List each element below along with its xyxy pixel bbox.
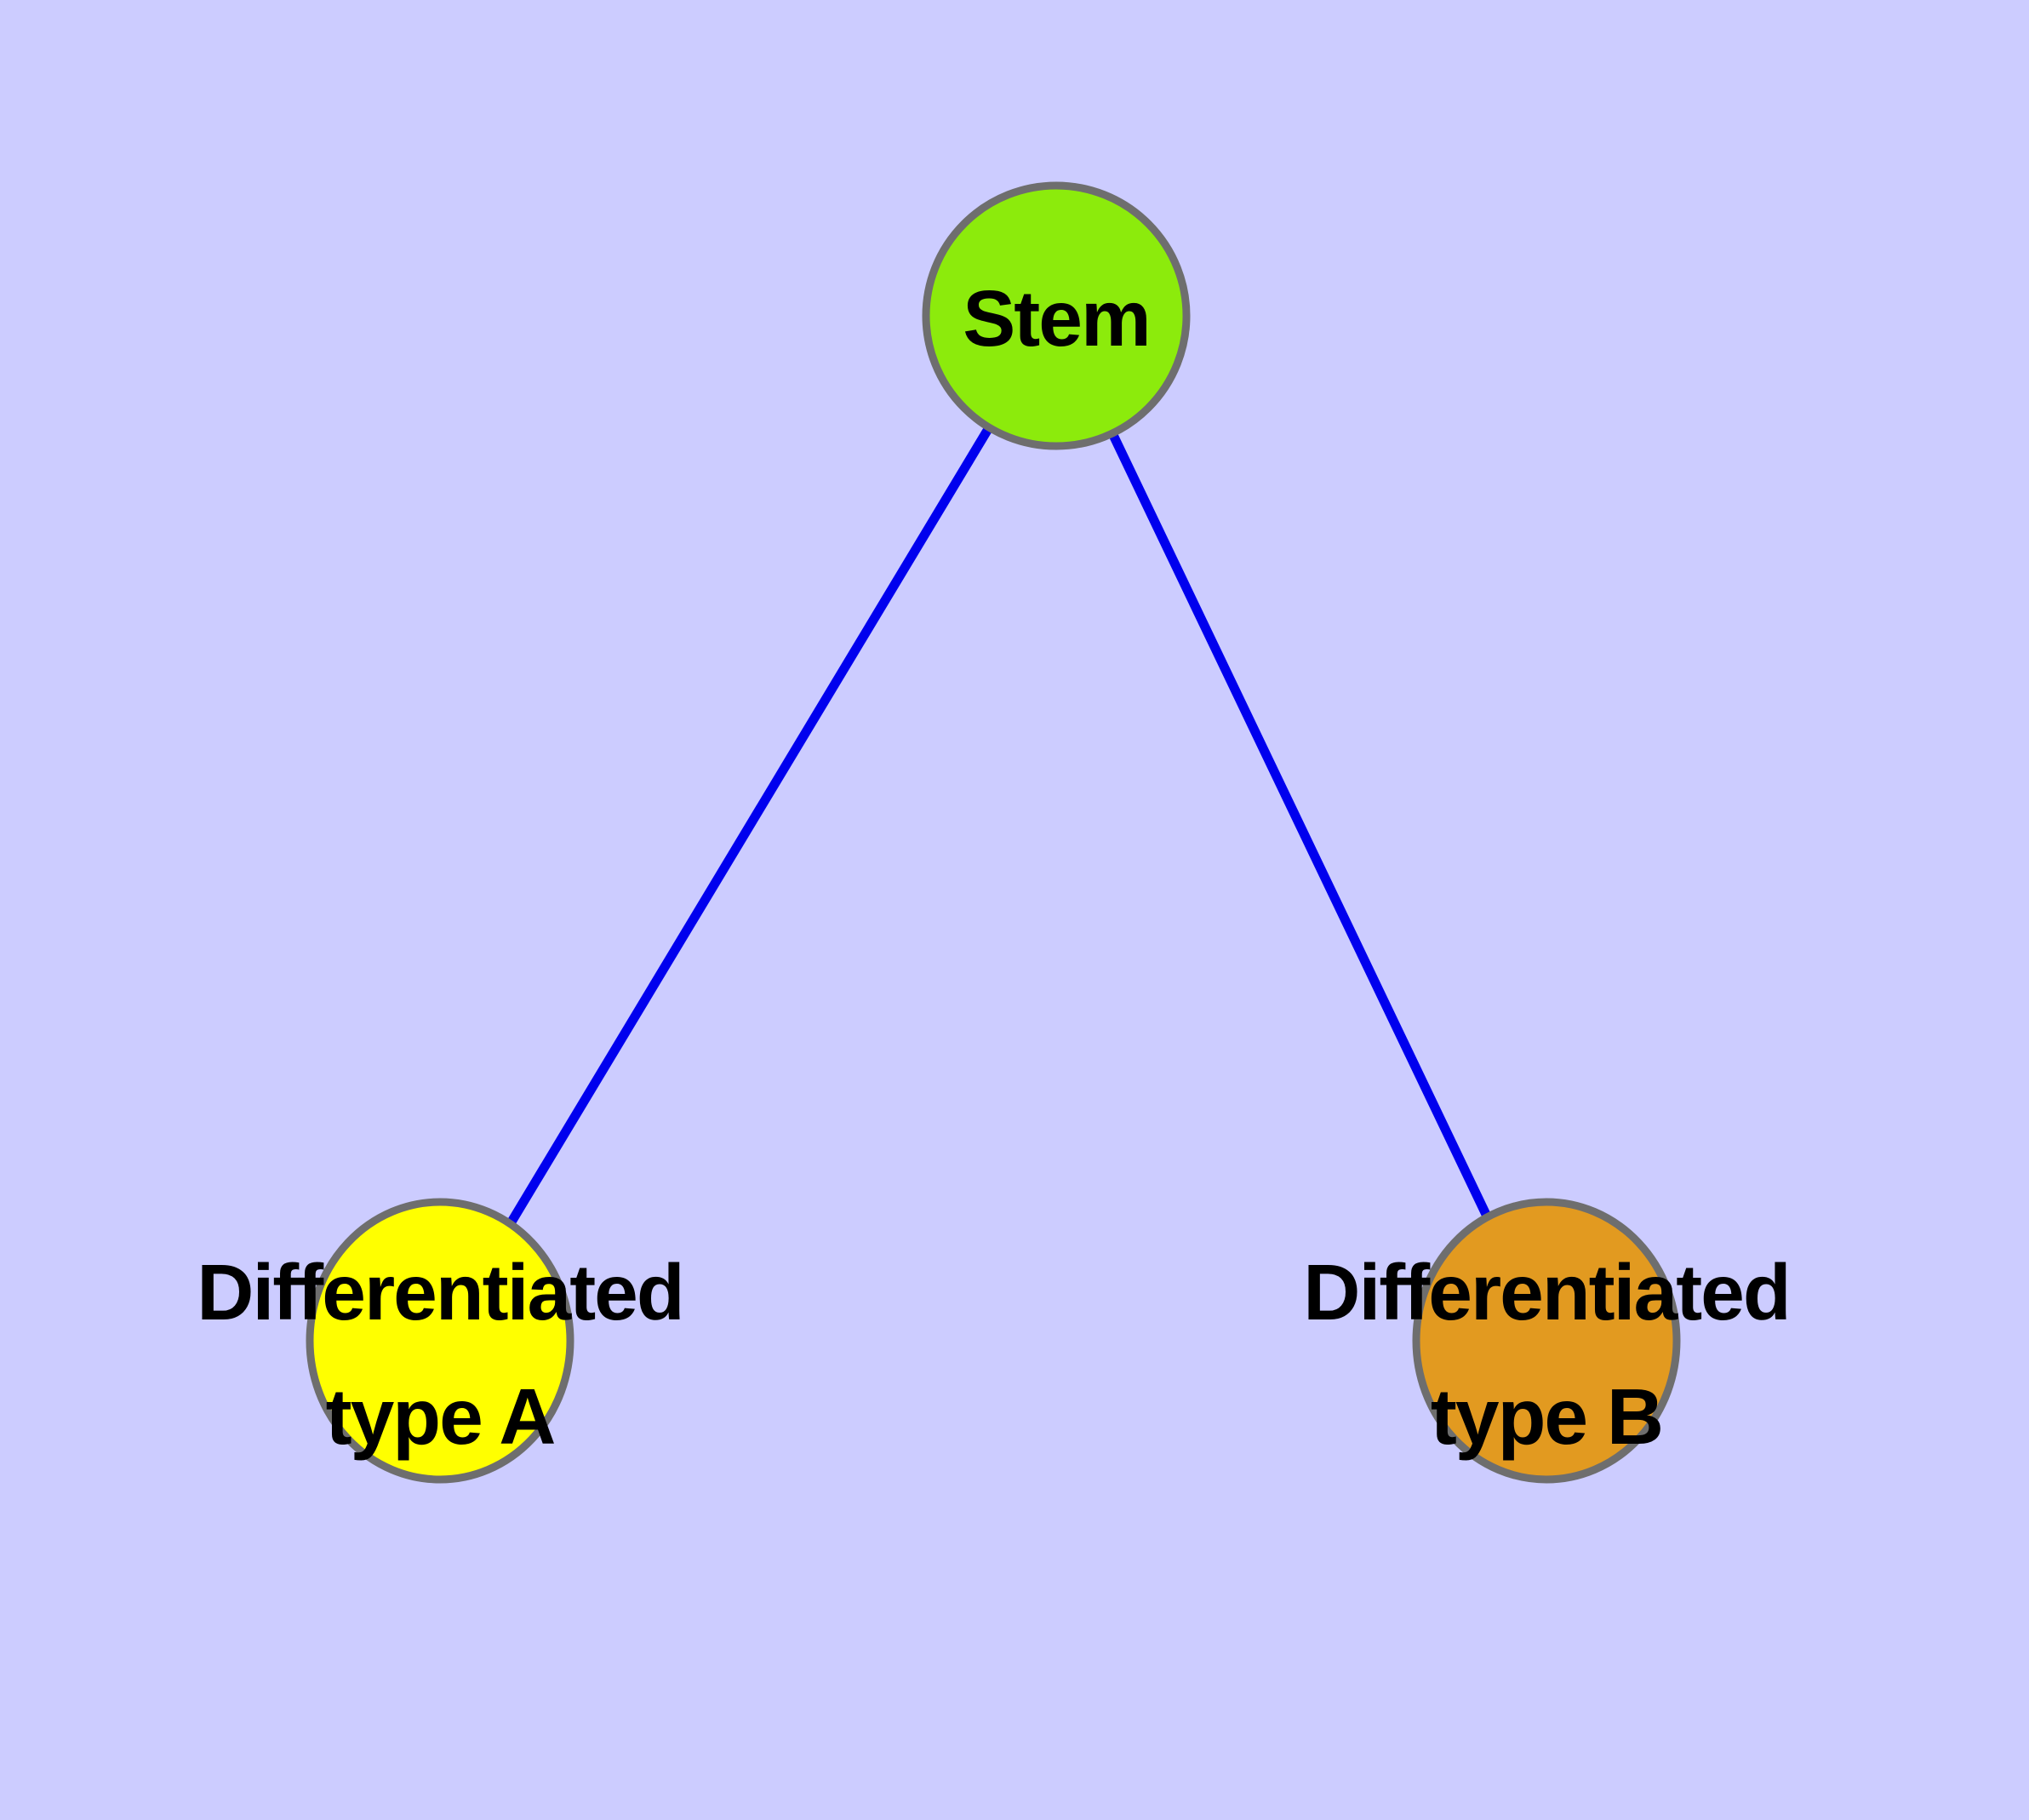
node-stem: Stem — [922, 181, 1191, 450]
node-differentiated-type-a-label-line1: Differentiated — [197, 1248, 683, 1336]
node-differentiated-type-b: Differentiated type B — [1303, 1198, 1792, 1484]
edge-stem-to-type-a — [436, 313, 1060, 1343]
node-differentiated-type-b-label-line1: Differentiated — [1303, 1248, 1789, 1336]
node-differentiated-type-b-circle — [1412, 1198, 1681, 1484]
edge-stem-to-type-b — [1052, 313, 1551, 1343]
node-differentiated-type-b-label-line2: type B — [1431, 1372, 1662, 1461]
node-stem-circle — [922, 181, 1191, 450]
node-differentiated-type-a: Differentiated type A — [197, 1198, 685, 1484]
node-differentiated-type-a-label-line2: type A — [326, 1372, 555, 1461]
node-stem-label: Stem — [963, 274, 1149, 363]
node-differentiated-type-a-circle — [306, 1198, 574, 1484]
